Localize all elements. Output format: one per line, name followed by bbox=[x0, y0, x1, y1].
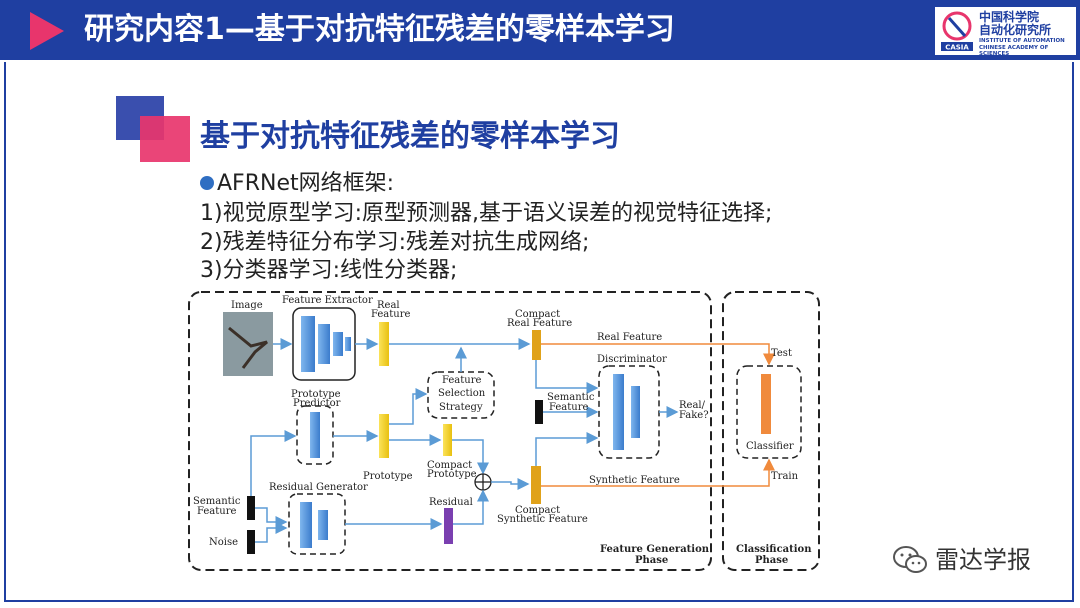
noise-bar bbox=[247, 530, 255, 554]
noise-to-generator-arrow bbox=[255, 522, 288, 543]
classifier-bar bbox=[761, 374, 771, 434]
compact-real-to-disc-arrow bbox=[535, 360, 599, 394]
wechat-icon bbox=[893, 546, 927, 573]
generator-layer-2 bbox=[318, 510, 328, 540]
discriminator-label: Discriminator bbox=[597, 354, 667, 365]
prototype-predictor-box bbox=[296, 405, 334, 465]
train-path-arrow bbox=[541, 458, 775, 487]
compact-prototype-bar bbox=[443, 424, 452, 456]
logo-name-cn-text: 中国科学院 自动化研究所 bbox=[979, 10, 1052, 37]
phase-gen-label-2: Phase bbox=[635, 555, 668, 566]
logo-name-cn: 中国科学院 自动化研究所 bbox=[979, 11, 1051, 37]
extractor-layer-2 bbox=[318, 324, 330, 364]
phase-gen-label-1: Feature Generation bbox=[600, 544, 710, 555]
compact-proto-label-1: Compact bbox=[427, 460, 472, 471]
sum-to-compact-syn-arrow bbox=[491, 478, 530, 490]
compact-real-label-2: Real Feature bbox=[507, 318, 572, 329]
test-path-arrow bbox=[541, 343, 775, 366]
item-line-3: 3)分类器学习:线性分类器; bbox=[200, 258, 458, 283]
prototype-label: Prototype bbox=[363, 471, 413, 482]
watermark-text: 雷达学报 bbox=[935, 546, 1031, 574]
semantic-in-label-1: Semantic bbox=[193, 496, 241, 507]
content-frame bbox=[4, 62, 1074, 602]
bullet-line: AFRNet网络框架: bbox=[200, 170, 394, 198]
prototype-to-selection-arrow bbox=[389, 388, 428, 425]
compact-real-label-1: Compact bbox=[515, 309, 560, 320]
classifier-box bbox=[736, 365, 802, 459]
feature-sel-label-2: Selection bbox=[438, 388, 486, 399]
real-feature-label-2: Feature bbox=[371, 309, 411, 320]
real-feature-bar bbox=[379, 322, 389, 366]
real-fake-label-1: Real/ bbox=[679, 400, 706, 411]
header-bar bbox=[0, 0, 1080, 60]
semantic-to-generator-arrow bbox=[255, 507, 288, 528]
semantic-disc-label-1: Semantic bbox=[547, 392, 595, 403]
page-title: 研究内容1—基于对抗特征残差的零样本学习 bbox=[84, 12, 675, 47]
watermark: 雷达学报 bbox=[893, 542, 1043, 578]
disc-layer-2 bbox=[631, 386, 640, 438]
compact-proto-label-2: Prototype bbox=[427, 469, 477, 480]
logo-name-en-text: INSTITUTE OF AUTOMATION CHINESE ACADEMY … bbox=[979, 38, 1065, 57]
item-line-2: 2)残差特征分布学习:残差对抗生成网络; bbox=[200, 230, 590, 255]
feature-sel-label-1: Feature bbox=[442, 375, 482, 386]
afrnet-diagram: Image Feature Extractor Real Feature Com… bbox=[188, 291, 820, 571]
feature-sel-label-3: Strategy bbox=[439, 402, 483, 413]
residual-bar bbox=[444, 508, 453, 544]
residual-to-sum-arrow bbox=[453, 489, 489, 525]
predictor-layer bbox=[310, 412, 320, 458]
semantic-disc-label-2: Feature bbox=[549, 402, 589, 413]
residual-generator-box bbox=[288, 493, 346, 555]
semantic-in-label-2: Feature bbox=[197, 506, 237, 517]
compact-syn-label-2: Synthetic Feature bbox=[497, 514, 588, 525]
casia-emblem-icon: CASIA bbox=[941, 11, 973, 52]
prototype-pred-label-1: Prototype bbox=[291, 389, 341, 400]
logo-name-en: INSTITUTE OF AUTOMATION CHINESE ACADEMY … bbox=[979, 38, 1069, 58]
bullet-dot-icon bbox=[200, 176, 214, 190]
real-fake-label-2: Fake? bbox=[679, 410, 709, 421]
extractor-layer-4 bbox=[345, 337, 351, 351]
real-feature-label-1: Real bbox=[377, 300, 400, 311]
feature-generation-box bbox=[188, 291, 712, 571]
generator-layer-1 bbox=[300, 502, 312, 548]
item-line-1: 1)视觉原型学习:原型预测器,基于语义误差的视觉特征选择; bbox=[200, 201, 773, 226]
real-feature-arrow-label: Real Feature bbox=[597, 332, 662, 343]
phase-cls-label-2: Phase bbox=[755, 555, 788, 566]
casia-mark-text: CASIA bbox=[945, 44, 969, 52]
discriminator-box bbox=[598, 365, 660, 459]
classification-box bbox=[722, 291, 820, 571]
header-triangle-icon bbox=[30, 12, 64, 50]
residual-generator-label: Residual Generator bbox=[269, 482, 368, 493]
train-label: Train bbox=[771, 471, 799, 482]
semantic-input-bar bbox=[247, 496, 255, 520]
disc-layer-1 bbox=[613, 374, 624, 450]
bird-icon bbox=[228, 326, 268, 369]
test-label: Test bbox=[771, 348, 792, 359]
image-label: Image bbox=[231, 300, 263, 311]
extractor-layer-1 bbox=[301, 316, 315, 372]
compact-proto-to-sum-arrow bbox=[452, 439, 489, 475]
classifier-label: Classifier bbox=[746, 441, 794, 452]
syn-to-disc-arrow bbox=[535, 432, 599, 466]
synthetic-feature-label: Synthetic Feature bbox=[589, 475, 680, 486]
compact-syn-label-1: Compact bbox=[515, 505, 560, 516]
decor-square-pink bbox=[140, 116, 190, 162]
feature-extractor-label: Feature Extractor bbox=[282, 295, 373, 306]
compact-real-feature-bar bbox=[532, 330, 541, 360]
prototype-bar bbox=[379, 414, 389, 458]
section-heading: 基于对抗特征残差的零样本学习 bbox=[200, 119, 620, 154]
noise-label: Noise bbox=[209, 537, 238, 548]
phase-cls-label-1: Classification bbox=[736, 544, 812, 555]
compact-synthetic-bar bbox=[531, 466, 541, 504]
bullet-text: AFRNet网络框架: bbox=[217, 171, 395, 196]
semantic-feature-disc-bar bbox=[535, 400, 543, 424]
residual-label: Residual bbox=[429, 497, 473, 508]
casia-logo: CASIA 中国科学院 自动化研究所 INSTITUTE OF AUTOMATI… bbox=[934, 6, 1077, 58]
semantic-to-predictor-arrow bbox=[250, 430, 297, 496]
prototype-pred-label-2: Predictor bbox=[293, 398, 341, 409]
extractor-layer-3 bbox=[333, 332, 343, 356]
